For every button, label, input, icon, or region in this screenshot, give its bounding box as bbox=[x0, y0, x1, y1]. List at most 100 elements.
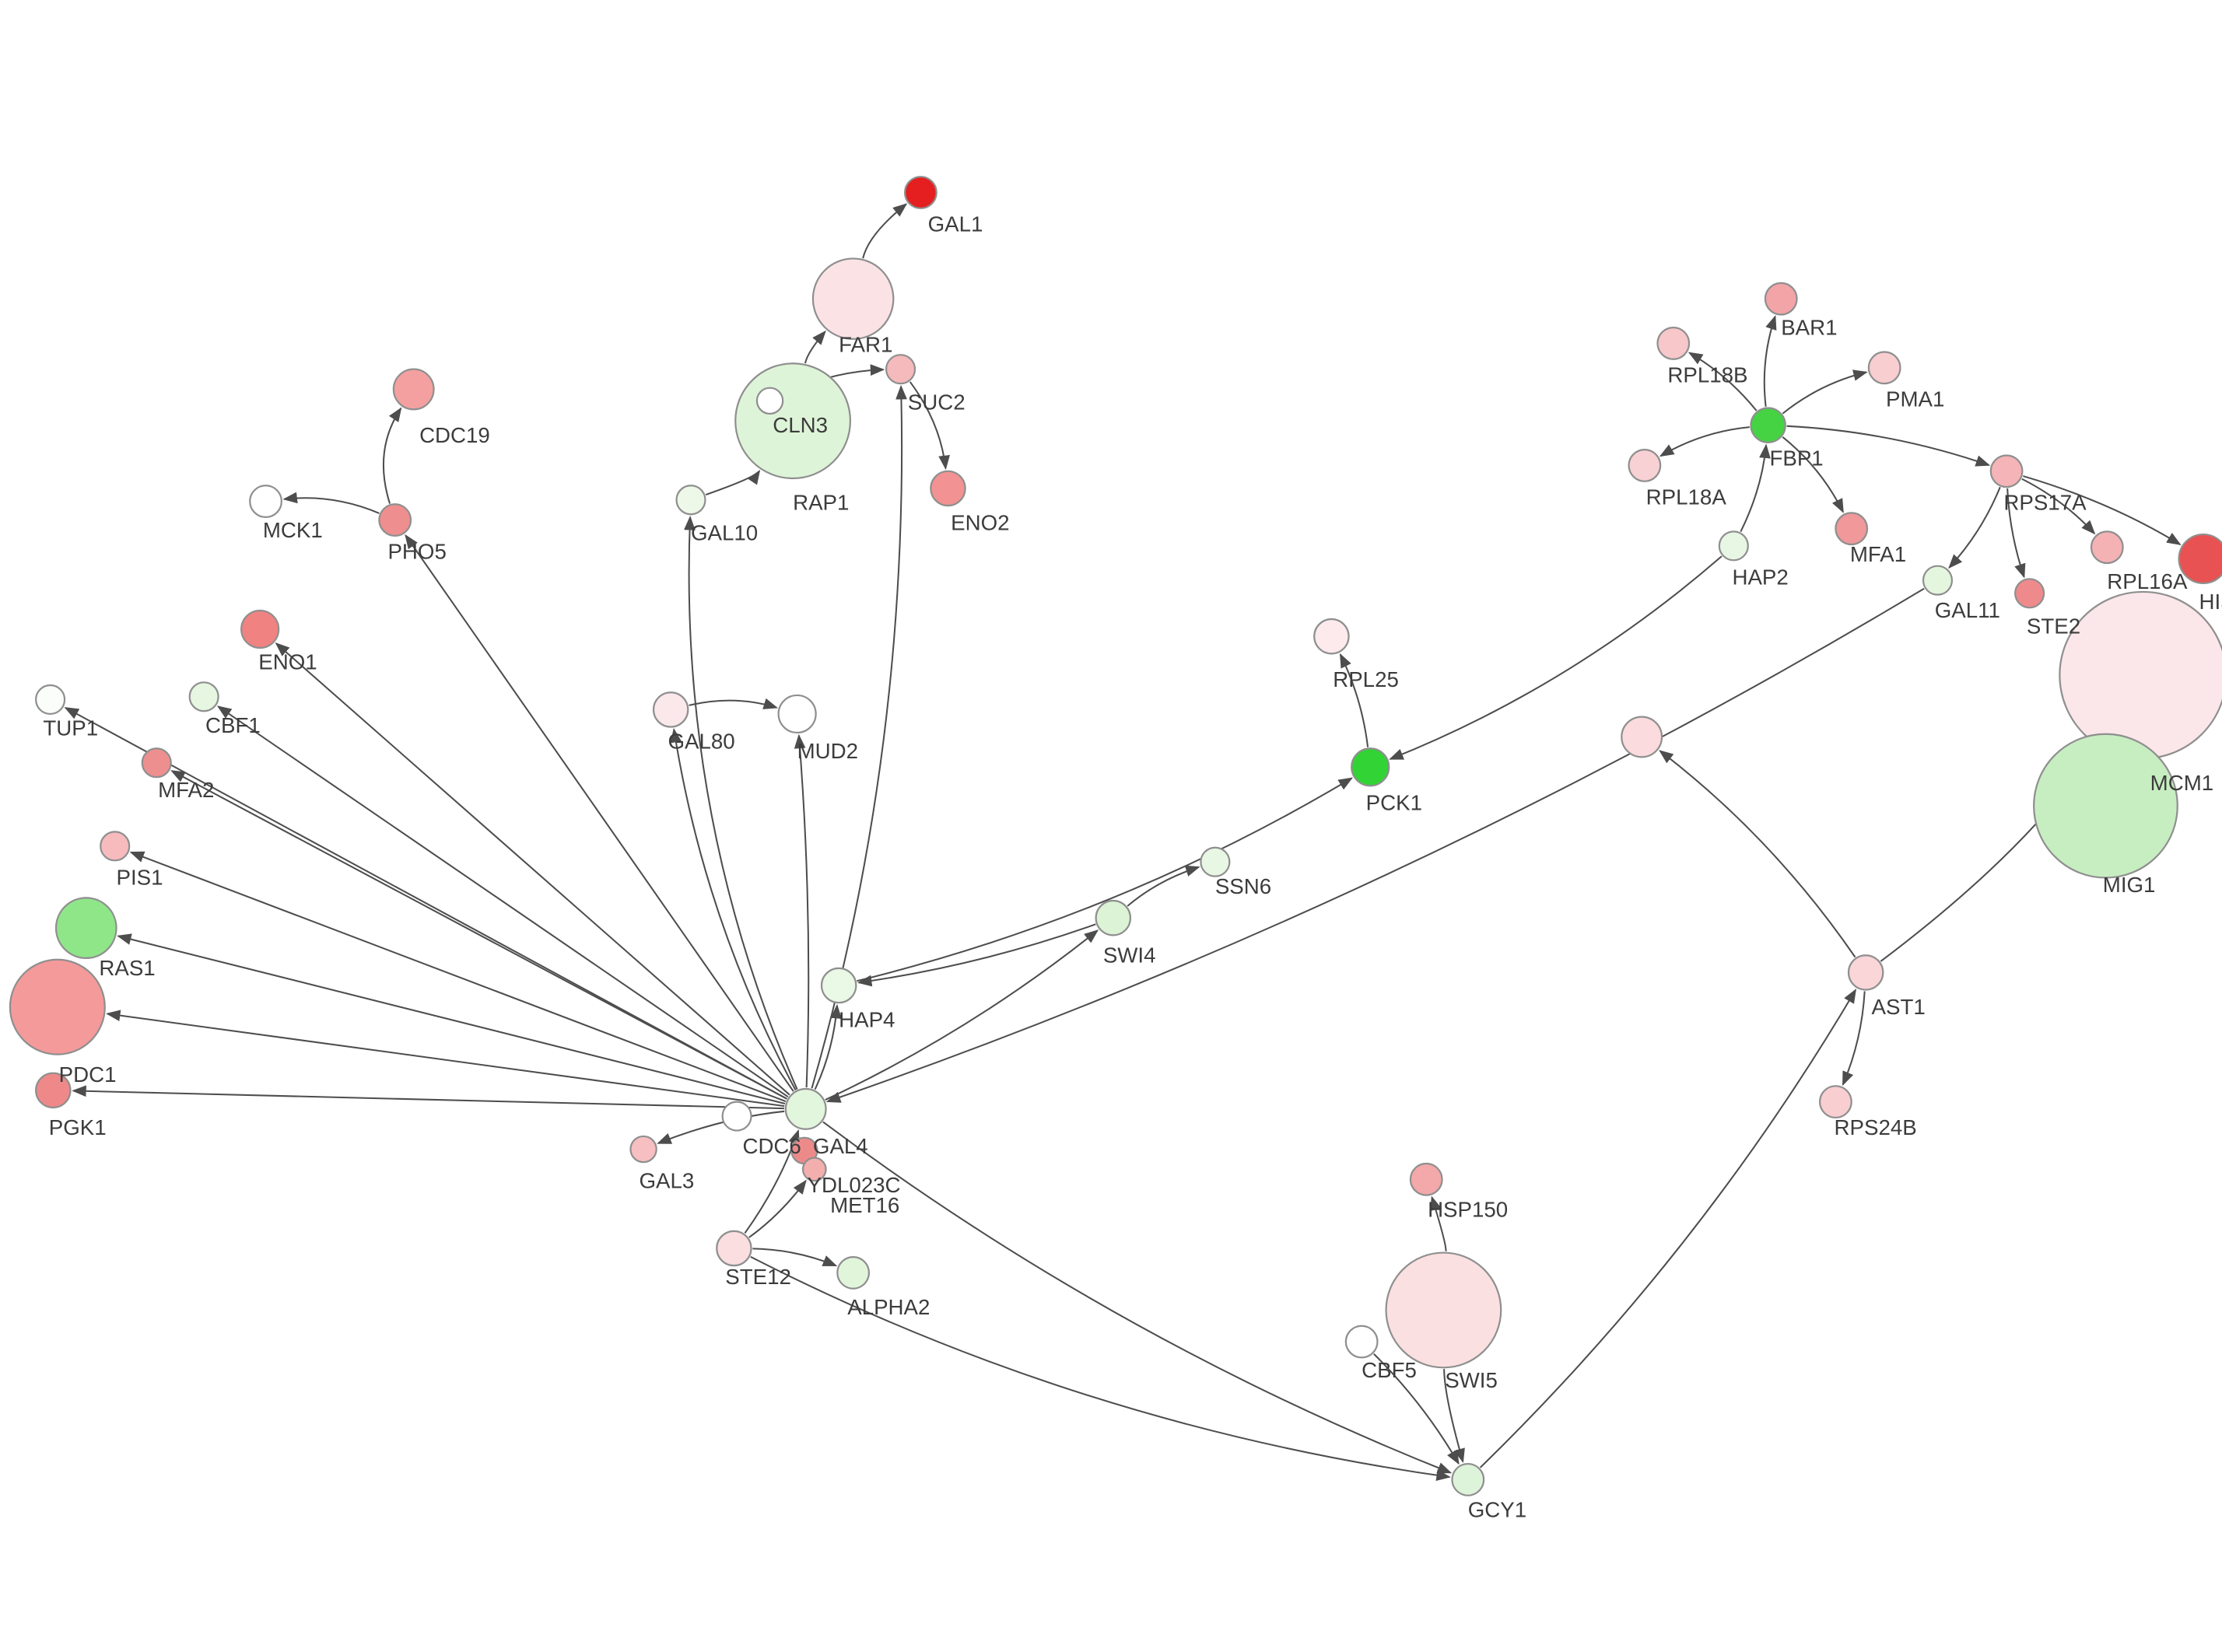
node-met16[interactable] bbox=[801, 1157, 827, 1182]
node-gal1[interactable] bbox=[903, 176, 938, 209]
edge-swi5-gcy1[interactable] bbox=[1443, 1369, 1465, 1464]
edge-gal4-pis1[interactable] bbox=[129, 851, 787, 1103]
node-hap4[interactable] bbox=[820, 967, 857, 1004]
node-cdc19[interactable] bbox=[392, 368, 435, 411]
node-rpl18b[interactable] bbox=[1656, 326, 1691, 360]
edge-swi4-hap4[interactable] bbox=[857, 923, 1096, 987]
edge-cbf5-gcy1[interactable] bbox=[1373, 1353, 1460, 1465]
node-gal80[interactable] bbox=[652, 691, 689, 728]
node-ras1[interactable] bbox=[54, 897, 117, 960]
edge-gal4-pdc1[interactable] bbox=[106, 1010, 785, 1108]
edge-fbp1-pma1[interactable] bbox=[1782, 369, 1868, 415]
node-gal4[interactable] bbox=[784, 1087, 827, 1130]
node-ssn6[interactable] bbox=[1200, 846, 1231, 877]
edge-swi5-hsp150[interactable] bbox=[1430, 1195, 1447, 1251]
edge-fbp1-bar1[interactable] bbox=[1763, 315, 1777, 407]
edge-pho5-cdc19[interactable] bbox=[382, 407, 402, 504]
edge-fbp1-rpl18a[interactable] bbox=[1659, 426, 1750, 457]
edge-gal4-gcy1[interactable] bbox=[822, 1121, 1453, 1474]
edge-gal4-ras1[interactable] bbox=[117, 933, 786, 1105]
edge-fbp1-mfa1[interactable] bbox=[1782, 436, 1844, 513]
node-eno2[interactable] bbox=[930, 470, 966, 507]
node-rap1[interactable] bbox=[755, 387, 784, 415]
edge-rps17a-gal11[interactable] bbox=[1948, 486, 2001, 569]
edge-gal4-gal3[interactable] bbox=[657, 1110, 785, 1144]
node-bar1[interactable] bbox=[1764, 282, 1798, 316]
edge-gal10-cln3[interactable] bbox=[705, 470, 761, 496]
node-cdc6[interactable] bbox=[721, 1101, 752, 1132]
node-swi5[interactable] bbox=[1385, 1251, 1502, 1369]
node-alpha2[interactable] bbox=[836, 1255, 871, 1290]
edge-gal80-mud2[interactable] bbox=[689, 698, 778, 709]
edge-gcy1-ast1[interactable] bbox=[1479, 989, 1856, 1468]
node-rps17a[interactable] bbox=[1989, 454, 2024, 488]
edge-pck1-rpl25[interactable] bbox=[1339, 653, 1369, 747]
node-ste2[interactable] bbox=[2014, 578, 2045, 609]
edge-rps17a-ste2[interactable] bbox=[2006, 488, 2026, 579]
node-rpl25[interactable] bbox=[1313, 618, 1350, 655]
edge-fbp1-rps17a[interactable] bbox=[1786, 425, 1991, 467]
edge-gal4-hap4[interactable] bbox=[814, 1004, 842, 1090]
edge-rps17a-his4[interactable] bbox=[2023, 475, 2182, 545]
node-mfa1[interactable] bbox=[1835, 512, 1869, 546]
edge-hap4-pck1[interactable] bbox=[857, 777, 1354, 982]
node-pis1[interactable] bbox=[100, 831, 131, 862]
node-gal11[interactable] bbox=[1922, 565, 1954, 596]
edge-ste12-alpha2[interactable] bbox=[752, 1248, 838, 1267]
node-rpl16a[interactable] bbox=[2090, 530, 2124, 565]
edge-hap2-fbp1[interactable] bbox=[1740, 443, 1771, 533]
node-gal10[interactable] bbox=[675, 485, 706, 516]
node-hap2[interactable] bbox=[1718, 530, 1749, 562]
edge-suc2-eno2[interactable] bbox=[909, 381, 950, 471]
edge-cln3-far1[interactable] bbox=[804, 330, 826, 364]
node-tup1[interactable] bbox=[35, 684, 66, 716]
node-mcm1[interactable] bbox=[2059, 590, 2222, 760]
node-mud2[interactable] bbox=[777, 694, 817, 734]
edge-ast1-unnamed[interactable] bbox=[1659, 750, 1856, 958]
edge-ste12-gcy1[interactable] bbox=[750, 1255, 1451, 1482]
edge-swi4-ssn6[interactable] bbox=[1127, 865, 1200, 907]
edge-pho5-mck1[interactable] bbox=[282, 492, 380, 514]
node-mck1[interactable] bbox=[249, 485, 282, 519]
node-mig1[interactable] bbox=[2033, 733, 2178, 879]
node-rps24b[interactable] bbox=[1818, 1085, 1852, 1119]
node-ste12[interactable] bbox=[716, 1230, 752, 1267]
edge-gal4-pgk1[interactable] bbox=[72, 1085, 785, 1110]
node-hsp150[interactable] bbox=[1409, 1162, 1443, 1196]
edge-rps17a-rpl16a[interactable] bbox=[2021, 478, 2096, 535]
node-cbf5[interactable] bbox=[1344, 1325, 1379, 1359]
node-unnamed[interactable] bbox=[1621, 716, 1663, 758]
node-rpl18a[interactable] bbox=[1628, 448, 1662, 482]
node-pck1[interactable] bbox=[1351, 747, 1390, 787]
node-pdc1[interactable] bbox=[9, 958, 106, 1055]
node-swi4[interactable] bbox=[1095, 899, 1132, 936]
node-far1[interactable] bbox=[811, 257, 895, 340]
edge-gal4-swi4[interactable] bbox=[825, 929, 1099, 1101]
edge-ste12-met16[interactable] bbox=[748, 1179, 807, 1238]
node-pgk1[interactable] bbox=[35, 1072, 72, 1109]
edge-ast1-rps24b[interactable] bbox=[1842, 991, 1866, 1087]
edge-gal11-gal4[interactable] bbox=[825, 587, 1925, 1103]
edge-gal4-mud2[interactable] bbox=[794, 733, 810, 1088]
node-pma1[interactable] bbox=[1867, 351, 1901, 385]
edge-gal4-gal80[interactable] bbox=[670, 728, 797, 1090]
edge-gal4-mfa2[interactable] bbox=[170, 770, 787, 1100]
edge-gal4-eno1[interactable] bbox=[275, 642, 790, 1096]
node-eno1[interactable] bbox=[240, 609, 280, 649]
edge-hap2-pck1[interactable] bbox=[1389, 555, 1723, 760]
node-fbp1[interactable] bbox=[1750, 407, 1786, 443]
node-gcy1[interactable] bbox=[1451, 1462, 1485, 1496]
edge-gal4-gal10[interactable] bbox=[684, 516, 798, 1090]
edge-gal4-pho5[interactable] bbox=[405, 534, 794, 1092]
edge-gal4-tup1[interactable] bbox=[64, 707, 787, 1100]
node-pho5[interactable] bbox=[378, 503, 412, 537]
edge-far1-gal1[interactable] bbox=[862, 203, 908, 259]
node-gal3[interactable] bbox=[629, 1135, 657, 1164]
node-suc2[interactable] bbox=[885, 354, 916, 385]
edge-gal4-cbf1[interactable] bbox=[216, 705, 789, 1097]
node-mfa2[interactable] bbox=[141, 747, 172, 779]
edge-fbp1-rpl18b[interactable] bbox=[1688, 352, 1758, 411]
node-his4[interactable] bbox=[2178, 533, 2222, 584]
node-cbf1[interactable] bbox=[188, 681, 219, 712]
node-ast1[interactable] bbox=[1847, 954, 1884, 991]
